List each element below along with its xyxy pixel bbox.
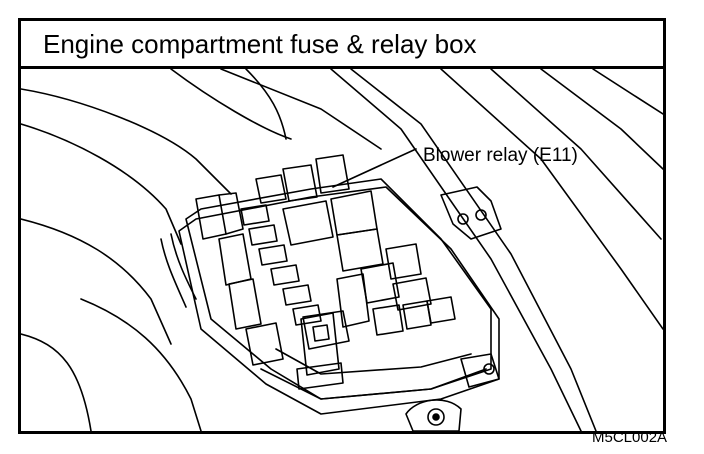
mount-bolt (483, 363, 495, 375)
mount-bracket (460, 353, 500, 388)
fender-contour (245, 69, 287, 140)
fuse (270, 264, 300, 286)
figure-code: M5CL002A (592, 429, 668, 446)
fender-contour (21, 333, 92, 431)
relay (218, 192, 244, 235)
fuse-box-illustration (21, 69, 663, 431)
loose-fuse (300, 312, 340, 376)
title-bar: Engine compartment fuse & relay box (21, 21, 663, 69)
relay (245, 322, 284, 366)
fuse-box-housing (185, 178, 492, 400)
strut-line (350, 69, 597, 431)
fuse (258, 244, 288, 266)
strut-line (440, 69, 663, 330)
relay (282, 200, 334, 246)
hose (170, 233, 197, 300)
fuse (248, 224, 278, 246)
fuse (372, 304, 404, 336)
hose (160, 238, 187, 308)
relay (228, 278, 262, 330)
strut-line (220, 69, 382, 150)
fuse (282, 284, 312, 306)
fuse-box-flange (275, 348, 472, 375)
blower-relay-label: Blower relay (E11) (423, 145, 578, 166)
side-connector (440, 186, 502, 240)
strut-line (330, 69, 582, 431)
relay (255, 174, 287, 204)
loose-fuse (296, 362, 344, 390)
figure-frame: Engine compartment fuse & relay box (18, 18, 667, 446)
figure-title: Engine compartment fuse & relay box (43, 29, 477, 59)
loose-fuse (312, 324, 330, 342)
relay (336, 273, 370, 328)
fuse (402, 300, 432, 330)
relay (392, 277, 432, 311)
strut-line (592, 69, 663, 115)
fender-contour (21, 218, 172, 345)
fender-contour (170, 69, 292, 140)
strut-line (540, 69, 663, 170)
connector-hole (457, 213, 469, 225)
ground-terminal (405, 399, 462, 431)
relay (218, 233, 252, 286)
fender-contour (80, 298, 202, 431)
relay (336, 228, 384, 272)
relay (282, 164, 318, 202)
relay (315, 154, 350, 194)
fuse (240, 204, 270, 226)
ground-bolt (427, 408, 445, 426)
strut-line (490, 69, 662, 240)
relay (195, 194, 227, 240)
relay (330, 190, 378, 236)
ground-bolt-head (432, 413, 440, 421)
relay (385, 243, 422, 280)
callout-leader (332, 148, 417, 188)
fender-contour (21, 123, 182, 245)
fuse (426, 296, 456, 324)
fuse (292, 304, 322, 326)
fuse-box-flange (260, 368, 487, 400)
fender-contour (21, 88, 232, 195)
connector-hole (475, 209, 487, 221)
